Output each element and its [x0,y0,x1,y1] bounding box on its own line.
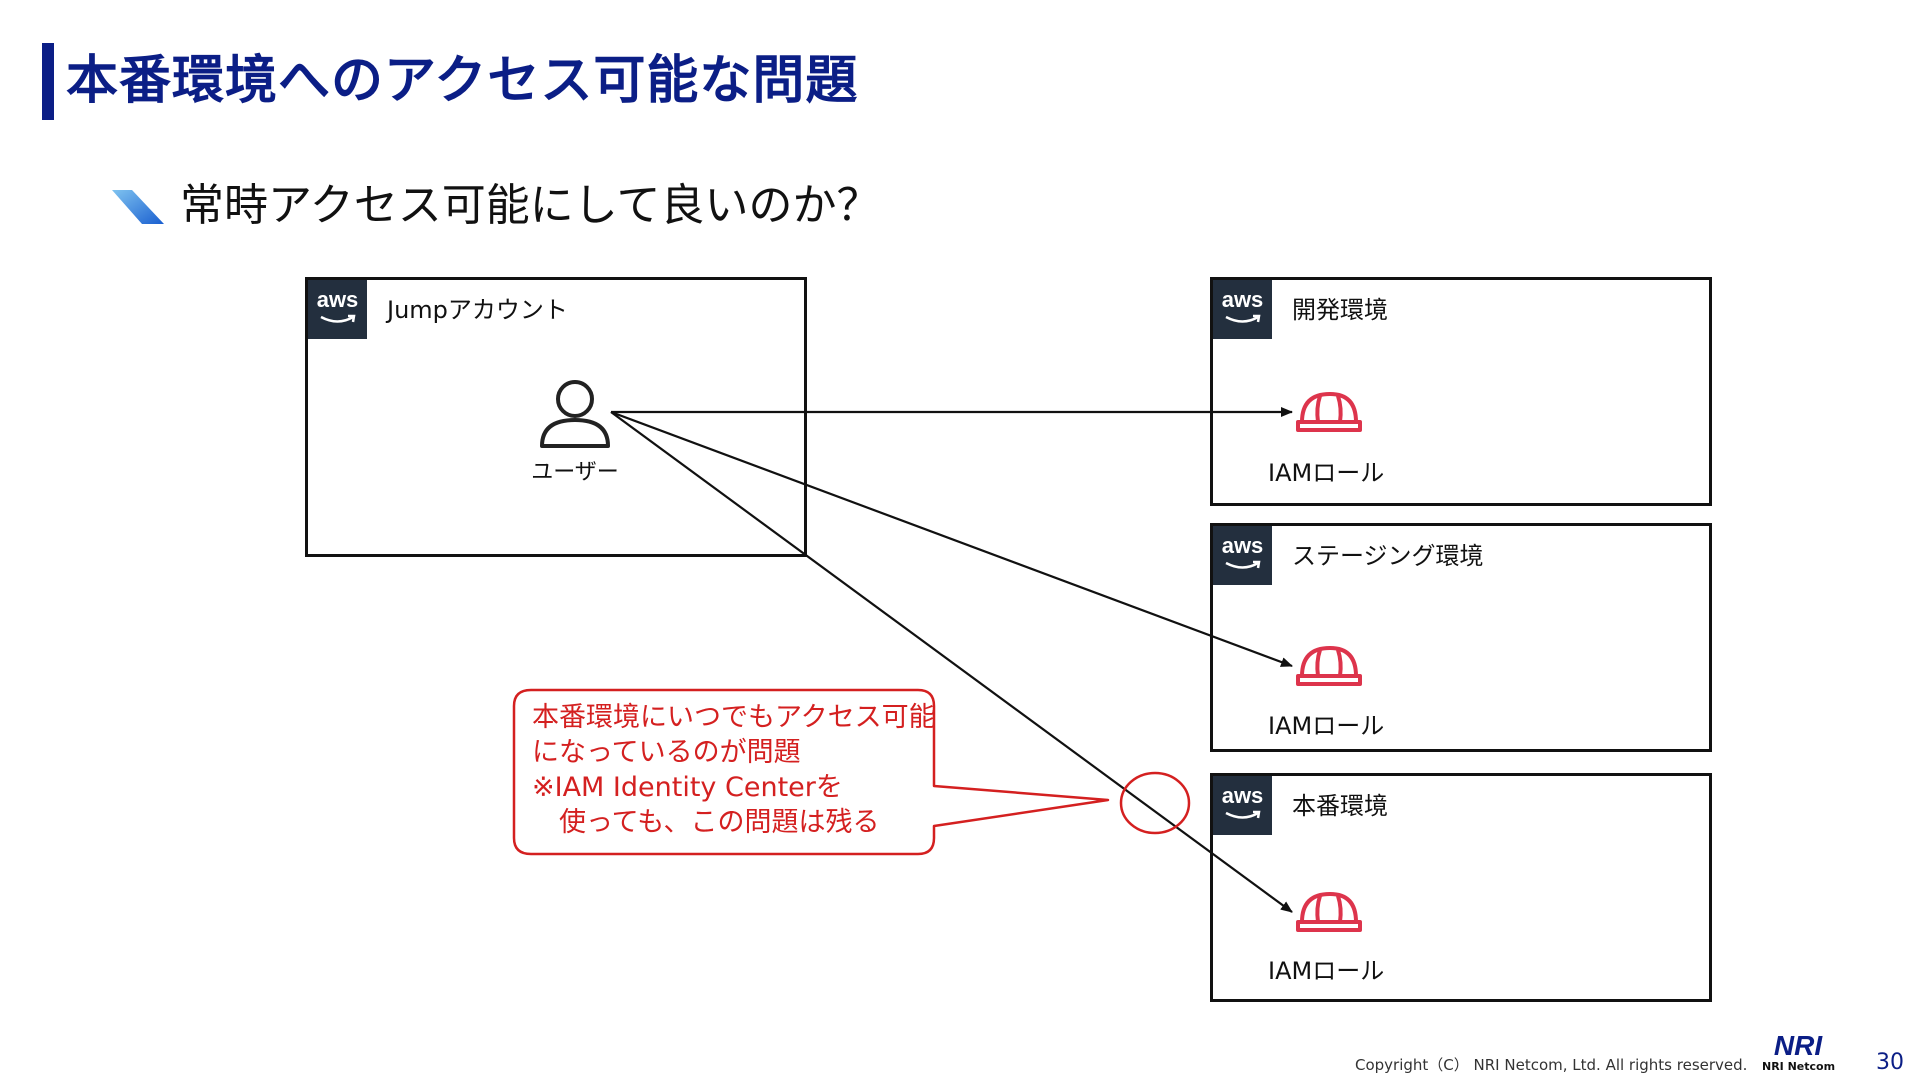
account-label: Jumpアカウント [387,296,568,324]
prod-account-box: aws 本番環境 [1210,773,1712,1002]
callout-text: 本番環境にいつでもアクセス可能 になっているのが問題 ※IAM Identity… [532,700,936,840]
arrow-to-staging [610,410,1293,668]
copyright: Copyright（C） NRI Netcom, Ltd. All rights… [1355,1056,1748,1074]
account-label: ステージング環境 [1292,542,1484,570]
aws-logo-icon: aws [1213,526,1272,585]
user-label: ユーザー [531,460,619,485]
subtitle: 常時アクセス可能にして良いのか？ [180,180,881,231]
callout-line: 本番環境にいつでもアクセス可能 [532,702,936,733]
page-number: 30 [1876,1050,1904,1075]
jump-account-box: aws Jumpアカウント [305,277,807,557]
callout-line: ※IAM Identity Centerを [532,772,843,803]
page-title: 本番環境へのアクセス可能な問題 [66,51,859,111]
account-label: 本番環境 [1292,792,1388,820]
aws-logo-icon: aws [308,280,367,339]
staging-account-box: aws ステージング環境 [1210,523,1712,752]
helmet-icon [1296,645,1362,686]
role-label: IAMロール [1268,957,1385,985]
nri-logo: NRI NRI Netcom [1762,1030,1836,1074]
callout-line: になっているのが問題 [532,737,801,768]
bullet-arrow-icon [112,190,164,224]
role-label: IAMロール [1268,712,1385,740]
aws-logo-icon: aws [1213,280,1272,339]
helmet-icon [1296,891,1362,932]
arrow-to-prod [610,411,1293,913]
title-accent-bar [42,43,54,120]
highlight-circle [1119,771,1191,835]
role-label: IAMロール [1268,459,1385,487]
user-icon [540,380,610,448]
helmet-icon [1296,391,1362,432]
account-label: 開発環境 [1292,296,1388,324]
aws-logo-icon: aws [1213,776,1272,835]
callout-shape [512,688,1110,856]
dev-account-box: aws 開発環境 [1210,277,1712,506]
callout-line: 使っても、この問題は残る [532,807,880,838]
